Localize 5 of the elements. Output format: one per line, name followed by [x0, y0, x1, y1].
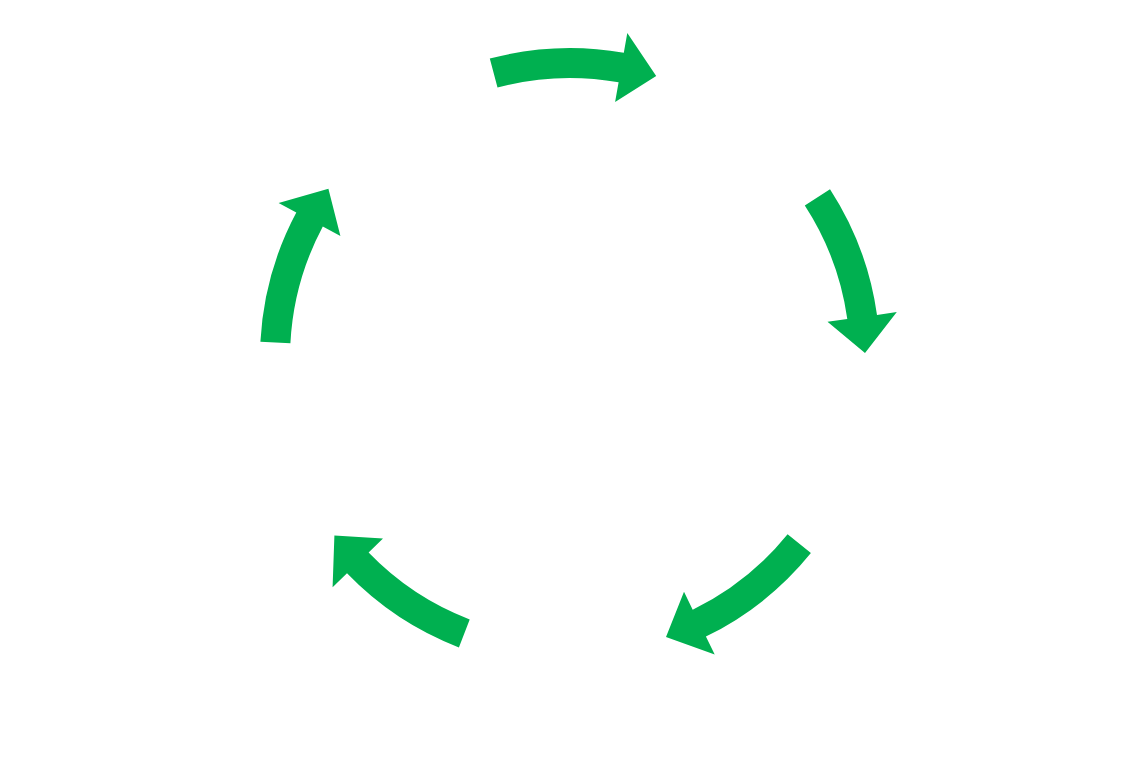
curved-arrow [666, 534, 811, 655]
curved-arrow [489, 33, 657, 102]
curved-arrow [260, 188, 341, 344]
curved-arrow [332, 535, 470, 648]
curved-arrow [804, 189, 897, 353]
